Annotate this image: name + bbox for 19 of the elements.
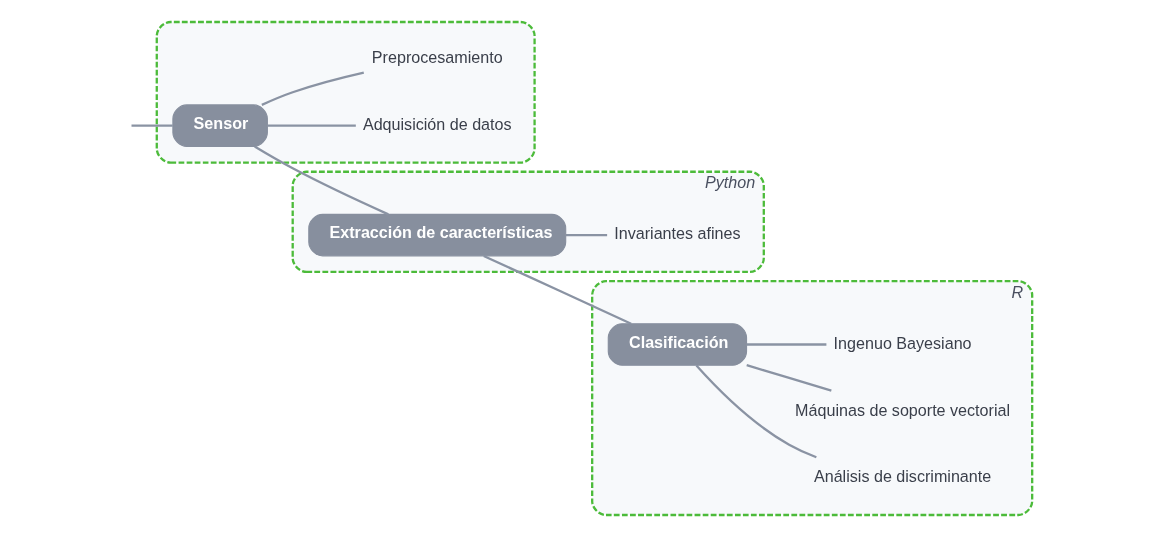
connector <box>131 124 173 127</box>
connector <box>483 254 632 325</box>
connector <box>261 71 365 106</box>
connector <box>746 343 827 346</box>
node-text: Ingenuo Bayesiano <box>833 333 972 352</box>
cluster <box>155 20 536 164</box>
node-text: Invariantes afines <box>614 224 741 243</box>
connector <box>267 124 356 127</box>
node-text: Preprocesamiento <box>371 48 503 67</box>
connector <box>695 364 817 459</box>
node-text: Análisis de discriminante <box>813 467 992 486</box>
node-box: Extracción de características <box>308 213 567 257</box>
connector <box>254 145 389 216</box>
node-box: Clasificación <box>607 323 748 366</box>
node-box: Sensor <box>172 104 268 147</box>
node-text: Máquinas de soporte vectorial <box>795 400 1011 419</box>
connector <box>746 364 832 392</box>
node-text: Adquisición de datos <box>362 114 512 133</box>
connector <box>565 233 608 237</box>
